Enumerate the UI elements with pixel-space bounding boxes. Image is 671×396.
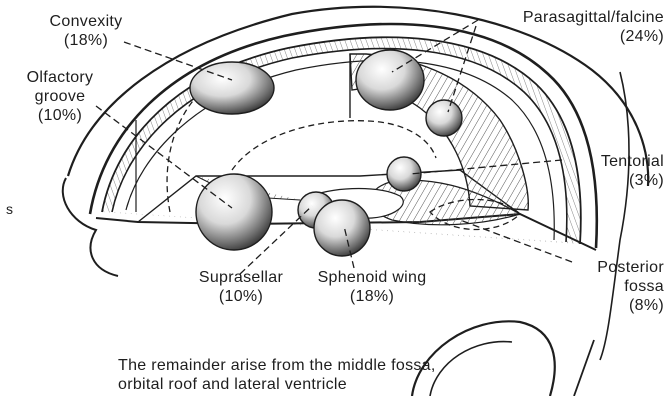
posterior-fossa-label: Posterior fossa (8%) xyxy=(556,258,664,315)
olfactory-percent: (10%) xyxy=(0,106,120,125)
suprasellar-label: Suprasellar (10%) xyxy=(186,268,296,306)
parasagittal-label: Parasagittal/falcine (24%) xyxy=(470,8,664,46)
convexity-percent: (18%) xyxy=(26,31,146,50)
suprasellar-name: Suprasellar xyxy=(186,268,296,287)
parasagittal-name: Parasagittal/falcine xyxy=(470,8,664,27)
sphenoid-name: Sphenoid wing xyxy=(302,268,442,287)
sphenoid-percent: (18%) xyxy=(302,287,442,306)
tentorial-name: Tentorial xyxy=(556,152,664,171)
olfactory-tumor xyxy=(196,174,272,250)
caption-line1: The remainder arise from the middle foss… xyxy=(118,356,436,375)
caption-line2: orbital roof and lateral ventricle xyxy=(118,375,436,394)
convexity-name: Convexity xyxy=(26,12,146,31)
falcine-tumor xyxy=(426,100,462,136)
posterior-name-line2: fossa xyxy=(556,277,664,296)
posterior-percent: (8%) xyxy=(556,296,664,315)
sphenoid-tumor xyxy=(314,200,370,256)
parasagittal-tumor xyxy=(356,50,424,110)
parasagittal-percent: (24%) xyxy=(470,27,664,46)
suprasellar-percent: (10%) xyxy=(186,287,296,306)
caption: The remainder arise from the middle foss… xyxy=(118,356,436,394)
posterior-name-line1: Posterior xyxy=(556,258,664,277)
convexity-label: Convexity (18%) xyxy=(26,12,146,50)
tentorial-label: Tentorial (3%) xyxy=(556,152,664,190)
olfactory-label: Olfactory groove (10%) xyxy=(0,68,120,125)
stray-mark: s xyxy=(6,201,13,217)
tentorial-percent: (3%) xyxy=(556,171,664,190)
sphenoid-wing-label: Sphenoid wing (18%) xyxy=(302,268,442,306)
olfactory-name-line1: Olfactory xyxy=(0,68,120,87)
olfactory-name-line2: groove xyxy=(0,87,120,106)
